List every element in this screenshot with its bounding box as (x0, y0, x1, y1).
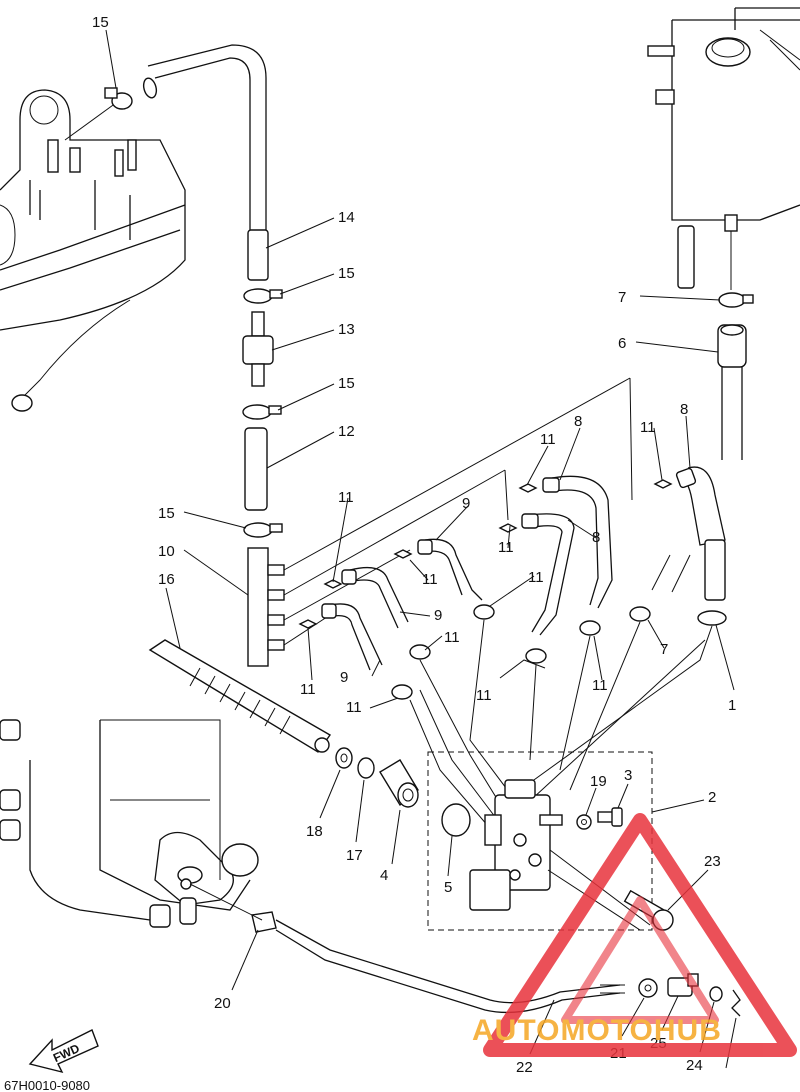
callout-13: 13 (338, 321, 355, 338)
callout-4: 5 (444, 879, 452, 896)
callout-1: 2 (708, 789, 716, 806)
callout-9: 9 (462, 495, 470, 512)
callout-3: 19 (590, 773, 607, 790)
callout-15: 15 (158, 505, 175, 522)
clip-24 (731, 989, 741, 1017)
oil-tank (647, 7, 800, 290)
callout-11: 11 (592, 677, 608, 694)
shaft-16 (148, 639, 332, 753)
washer-19 (335, 747, 353, 769)
oil-pump-1 (469, 779, 651, 931)
hoses-8-9 (321, 475, 613, 671)
callout-15: 15 (92, 14, 109, 31)
o-ring-18 (357, 757, 375, 779)
callout-6: 6 (618, 335, 626, 352)
clamp-15-c (243, 522, 283, 538)
callout-11: 11 (444, 629, 460, 646)
callout-11: 11 (300, 681, 316, 698)
callout-10: 10 (158, 543, 175, 560)
lower-engine-drawing (0, 719, 259, 928)
hose-12 (244, 427, 268, 511)
clip-15-top (104, 87, 133, 110)
callout-11: 11 (338, 489, 354, 506)
clamp-7-top (718, 292, 754, 308)
fwd-arrow-icon: FWD (28, 1029, 99, 1074)
callout-11: 11 (640, 419, 656, 436)
callout-20: 22 (516, 1059, 533, 1076)
callout-11: 11 (528, 569, 544, 586)
clamp-7-bottom (697, 610, 727, 626)
hose-8-right (651, 466, 726, 601)
callout-14: 14 (338, 209, 355, 226)
callout-7: 1 (728, 697, 736, 714)
leader-lines (105, 29, 737, 1069)
callout-11: 7 (660, 641, 668, 658)
fuel-filter-13 (242, 311, 274, 387)
callout-19: 18 (306, 823, 323, 840)
callout-11: 11 (346, 699, 362, 716)
callout-17: 4 (380, 867, 388, 884)
fwd-label: FWD (51, 1041, 82, 1065)
bolt-2 (597, 807, 623, 827)
fitting-17 (379, 759, 419, 808)
callout-2: 3 (624, 767, 632, 784)
callout-15: 15 (338, 375, 355, 392)
distributor-10 (247, 377, 633, 667)
callout-18: 17 (346, 847, 363, 864)
watermark-triangle-icon (483, 813, 797, 1057)
callout-12: 12 (338, 423, 355, 440)
callout-labels: 15 14 15 13 15 12 15 10 16 7 6 11 8 11 8… (92, 14, 736, 1076)
engine-head-drawing (0, 89, 186, 412)
callout-7: 7 (618, 289, 626, 306)
callout-16: 16 (158, 571, 175, 588)
callout-9: 9 (434, 607, 442, 624)
callout-25: 24 (686, 1057, 703, 1074)
hose-6 (717, 324, 747, 460)
callout-11: 11 (422, 571, 438, 588)
callout-11: 11 (540, 431, 556, 448)
hose-14 (142, 44, 269, 281)
washer-25 (709, 986, 723, 1002)
o-ring-4 (441, 803, 471, 837)
callout-8: 8 (592, 529, 600, 546)
pump-assembly-boundary (427, 751, 653, 931)
callout-11: 11 (476, 687, 492, 704)
clamp-15-a (243, 288, 283, 304)
watermark-logo: AUTOMOTOHUB (472, 813, 797, 1057)
callout-9: 9 (340, 669, 348, 686)
watermark-text: AUTOMOTOHUB (472, 1014, 722, 1047)
clips-11 (298, 479, 673, 700)
callout-5: 23 (704, 853, 721, 870)
callout-8: 8 (680, 401, 688, 418)
clamp-15-b (242, 404, 282, 420)
feed-lines (409, 619, 713, 841)
diagram-code: 67H0010-9080 (4, 1078, 90, 1092)
fitting-23 (189, 883, 277, 933)
callout-15: 15 (338, 265, 355, 282)
callout-11: 11 (498, 539, 514, 556)
washer-3 (576, 814, 592, 830)
callout-8: 8 (574, 413, 582, 430)
callout-23: 20 (214, 995, 231, 1012)
nut-22 (638, 978, 658, 998)
